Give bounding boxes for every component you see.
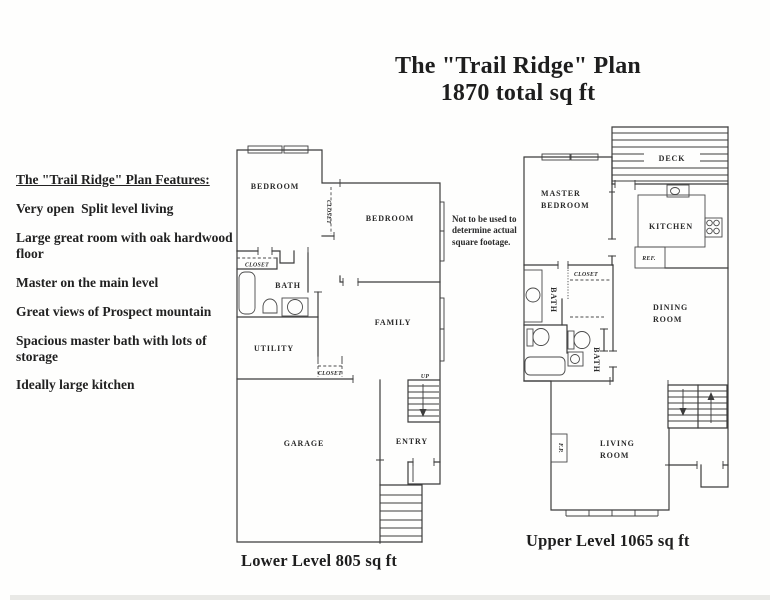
feature-item: Master on the main level bbox=[16, 274, 159, 290]
scan-edge-artifact bbox=[10, 595, 770, 600]
disclaimer-note: Not to be used to determine actual squar… bbox=[452, 214, 517, 247]
upper-bath-fixtures bbox=[523, 269, 591, 376]
lower-windows bbox=[247, 145, 445, 362]
label-bedroom-1: BEDROOM bbox=[251, 182, 300, 191]
lower-door-jambs bbox=[412, 458, 435, 466]
label-up: UP bbox=[421, 374, 429, 380]
label-closet-bath: CLOSET bbox=[245, 263, 269, 269]
label-master-line1: MASTER bbox=[541, 189, 581, 198]
lower-bath-fixtures bbox=[238, 271, 309, 317]
plan-title-line1: The "Trail Ridge" Plan bbox=[395, 53, 641, 79]
feature-item: Large great room with oak hardwood floor bbox=[16, 229, 236, 261]
lower-stairs-down bbox=[379, 484, 423, 543]
label-closet-vertical: CLOSET bbox=[325, 200, 331, 224]
label-master-line2: BEDROOM bbox=[541, 201, 590, 210]
upper-fireplace bbox=[550, 433, 568, 463]
label-deck: DECK bbox=[659, 154, 686, 163]
label-living-line2: ROOM bbox=[600, 451, 629, 460]
sheet-title: The "Trail Ridge" Plan 1870 total sq ft bbox=[353, 53, 683, 107]
upper-windows bbox=[541, 153, 659, 517]
plan-title-line2: 1870 total sq ft bbox=[440, 79, 596, 106]
lower-room-labels: BEDROOM BEDROOM CLOSET CLOSET BATH UTILI… bbox=[245, 182, 429, 448]
label-utility: UTILITY bbox=[254, 344, 294, 353]
label-dining-line2: ROOM bbox=[653, 315, 682, 324]
label-living-line1: LIVING bbox=[600, 439, 635, 448]
label-dining-line1: DINING bbox=[653, 303, 688, 312]
label-kitchen: KITCHEN bbox=[649, 222, 693, 231]
lower-level-caption: Lower Level 805 sq ft bbox=[241, 551, 398, 570]
label-family: FAMILY bbox=[375, 318, 412, 327]
label-ref: REF. bbox=[641, 256, 656, 262]
upper-deck: DECK bbox=[611, 126, 729, 185]
label-fireplace: F.P. bbox=[557, 443, 563, 453]
upper-room-labels: MASTER BEDROOM KITCHEN REF. CLOSET BATH … bbox=[541, 189, 693, 460]
feature-item: Spacious master bath with lots of storag… bbox=[16, 332, 211, 364]
features-heading: The "Trail Ridge" Plan Features: bbox=[16, 172, 210, 187]
label-closet-family: CLOSET bbox=[318, 371, 342, 377]
upper-stairs bbox=[667, 380, 728, 429]
feature-item: Great views of Prospect mountain bbox=[16, 303, 212, 319]
lower-stairs-up bbox=[407, 379, 440, 423]
feature-item: Very open Split level living bbox=[16, 201, 174, 216]
upper-interior-walls bbox=[523, 156, 729, 485]
upper-level-plan: DECK bbox=[523, 126, 729, 517]
upper-level-caption: Upper Level 1065 sq ft bbox=[526, 531, 690, 550]
feature-item: Ideally large kitchen bbox=[16, 377, 135, 393]
label-bath: BATH bbox=[275, 281, 301, 290]
label-closet-upper: CLOSET bbox=[574, 272, 598, 278]
lower-interior-walls bbox=[236, 179, 441, 461]
upper-kitchen-fixtures bbox=[634, 184, 723, 269]
lower-level-plan: BEDROOM BEDROOM CLOSET CLOSET BATH UTILI… bbox=[236, 145, 445, 544]
label-bedroom-2: BEDROOM bbox=[366, 214, 415, 223]
label-garage: GARAGE bbox=[284, 439, 325, 448]
label-bath-1: BATH bbox=[549, 287, 558, 313]
features-list: The "Trail Ridge" Plan Features: Very op… bbox=[16, 172, 248, 406]
label-bath-2: BATH bbox=[592, 347, 601, 373]
label-entry: ENTRY bbox=[396, 437, 428, 446]
